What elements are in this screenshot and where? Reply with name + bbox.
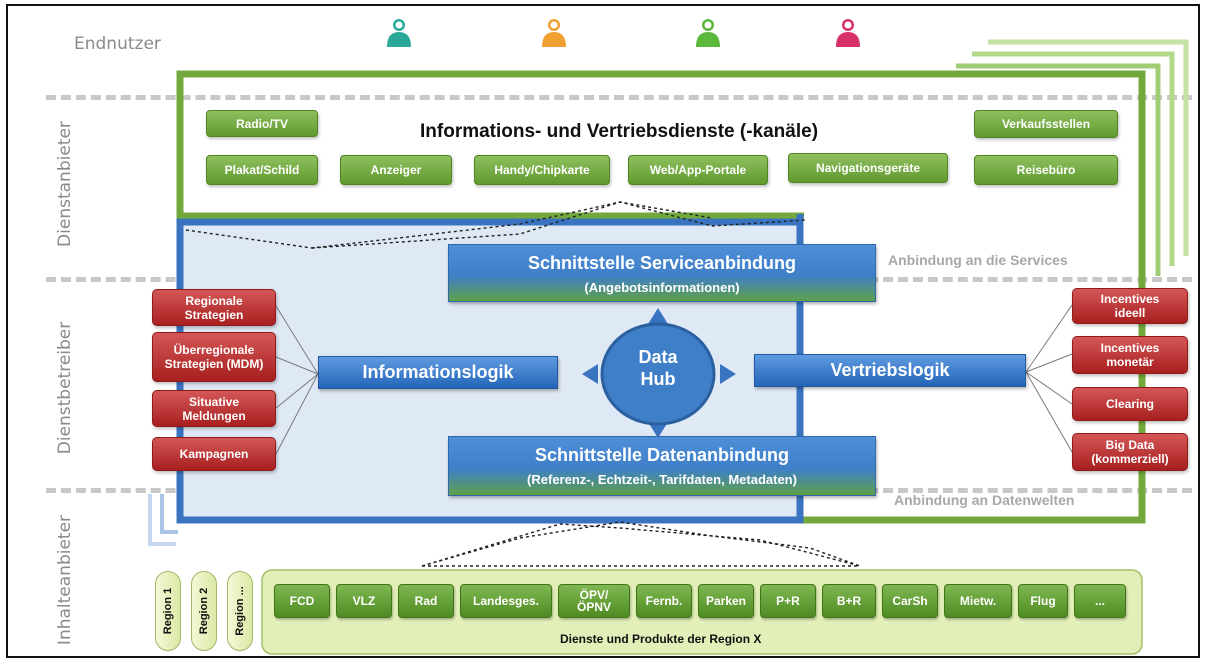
output-incentives-monetaer-l2: monetär [1106,355,1154,369]
content-rad: Rad [398,584,454,618]
input-ueberregionale-strategien-l1: Überregionale [173,343,255,357]
output-incentives-monetaer: Incentives monetär [1072,336,1188,374]
separator-top [46,95,1192,100]
input-situative-meldungen-l2: Meldungen [182,408,246,423]
content-p-r: P+R [760,584,816,618]
interface-data-title: Schnittstelle Datenanbindung [534,445,789,465]
output-big-data-l1: Big Data [1105,438,1155,452]
channel-radio-tv: Radio/TV [206,110,318,137]
output-big-data: Big Data (kommerziell) [1072,433,1188,471]
region-more: Region ... [227,571,253,651]
interface-service-title: Schnittstelle Serviceanbindung [527,253,797,273]
content-carsh: CarSh [882,584,938,618]
annotation-services-link: Anbindung an die Services [888,252,1068,268]
channel-verkaufsstellen: Verkaufsstellen [974,110,1118,138]
annotation-data-link: Anbindung an Datenwelten [894,492,1075,508]
content-mietw: Mietw. [944,584,1012,618]
channel-handy-chipkarte: Handy/Chipkarte [474,155,610,185]
channel-navigationsgeraete: Navigationsgeräte [788,153,948,183]
input-regionale-strategien: Regionale Strategien [152,289,276,326]
data-hub-line1: Data [638,347,678,367]
channel-plakat-schild: Plakat/Schild [206,155,318,185]
input-situative-meldungen: Situative Meldungen [152,390,276,427]
interface-data: Schnittstelle Datenanbindung (Referenz-,… [448,436,876,496]
content-fcd: FCD [274,584,330,618]
channel-anzeiger: Anzeiger [340,155,452,185]
content-vlz: VLZ [336,584,392,618]
row-label-endnutzer: Endnutzer [74,34,161,54]
diagram-frame [6,4,1200,658]
data-hub-label: Data Hub [608,346,708,390]
channel-reisebuero: Reisebüro [974,155,1118,185]
content-fernb: Fernb. [636,584,692,618]
output-incentives-monetaer-l1: Incentives [1100,341,1160,355]
output-big-data-l2: (kommerziell) [1091,452,1169,466]
input-ueberregionale-strategien: Überregionale Strategien (MDM) [152,332,276,382]
input-kampagnen: Kampagnen [152,437,276,471]
region-1: Region 1 [155,571,181,651]
interface-data-subtitle: (Referenz-, Echtzeit-, Tarifdaten, Metad… [527,472,797,487]
content-flug: Flug [1018,584,1068,618]
content-more: ... [1074,584,1126,618]
content-oepv: ÖPV/ [579,588,609,602]
output-incentives-ideell: Incentives ideell [1072,288,1188,324]
channel-web-app-portale: Web/App-Portale [628,155,768,185]
region-2: Region 2 [191,571,217,651]
content-landesges: Landesges. [460,584,552,618]
content-caption: Dienste und Produkte der Region X [560,632,762,646]
output-incentives-ideell-l2: ideell [1114,306,1146,320]
interface-service-subtitle: (Angebotsinformationen) [584,280,740,295]
interface-service: Schnittstelle Serviceanbindung (Angebots… [448,244,876,302]
user-icon-orange [542,19,566,47]
output-incentives-ideell-l1: Incentives [1100,292,1160,306]
services-title: Informations- und Vertriebsdienste (-kan… [420,121,819,142]
content-parken: Parken [698,584,754,618]
input-situative-meldungen-l1: Situative [188,394,239,409]
vertriebslogik-box: Vertriebslogik [754,354,1026,387]
input-ueberregionale-strategien-l2: Strategien (MDM) [164,357,264,371]
content-b-r: B+R [822,584,876,618]
input-regionale-strategien-l1: Regionale [185,293,243,308]
user-icon-pink [836,19,860,47]
content-oepv-oepnv: ÖPV/ ÖPNV [558,584,630,618]
informationslogik-box: Informationslogik [318,356,558,389]
content-oepnv: ÖPNV [576,600,611,614]
input-regionale-strategien-l2: Strategien [184,307,244,322]
user-icon-green [696,19,720,47]
output-clearing: Clearing [1072,387,1188,421]
data-hub-line2: Hub [640,369,676,389]
user-icon-teal [387,19,411,47]
